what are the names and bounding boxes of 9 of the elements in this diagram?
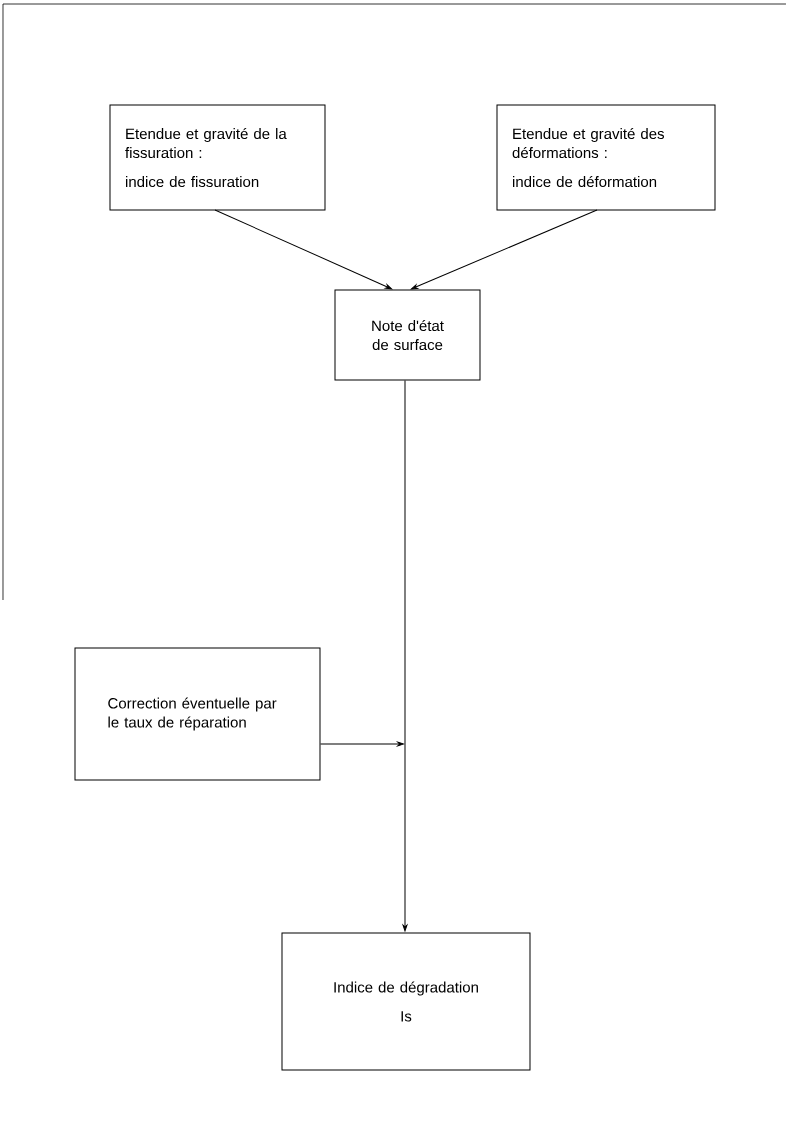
arrow (214, 209, 393, 290)
arrow (402, 380, 408, 932)
process-box: Etendue et gravité des déformations : indice de déformation (496, 104, 716, 211)
process-box: Etendue et gravité de la fissuration : indice de fissuration (109, 104, 326, 211)
arrow (410, 209, 598, 290)
process-box: Note d'état de surface (334, 289, 481, 381)
process-box: Indice de dégradation Is (281, 932, 531, 1071)
process-box: Correction éventuelle par le taux de réparation (74, 647, 321, 781)
arrow (320, 741, 404, 747)
